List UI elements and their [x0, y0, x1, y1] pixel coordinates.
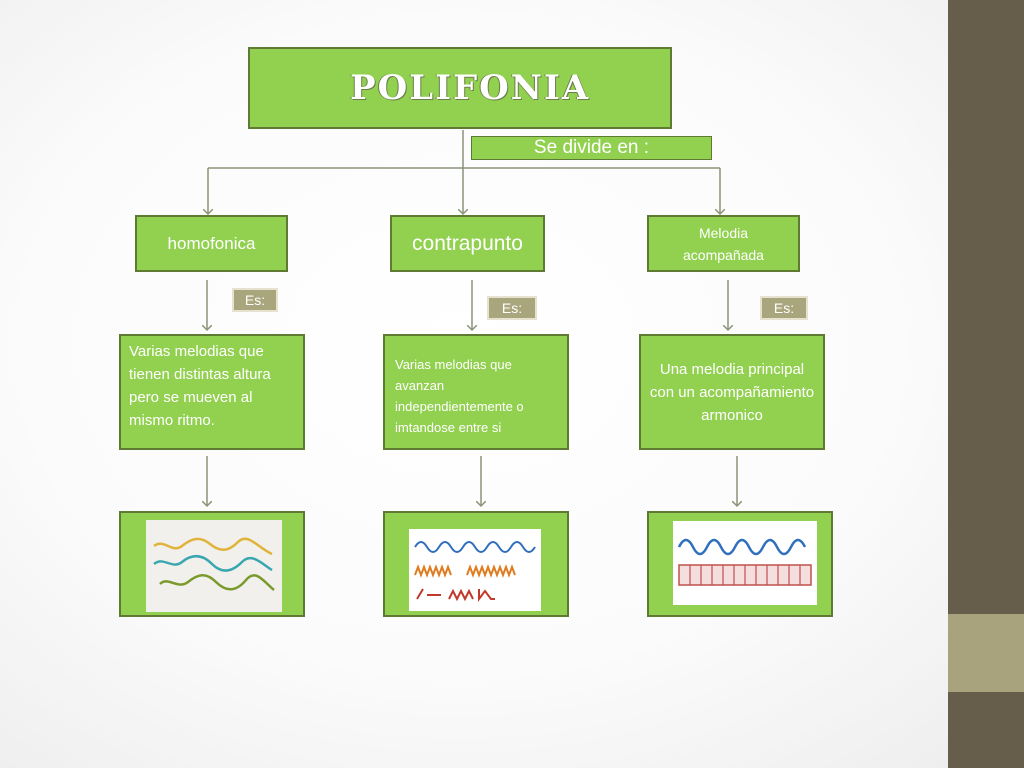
subtitle-text: Se divide en : — [533, 137, 650, 158]
category-homofonica-box: homofonica — [135, 215, 288, 272]
wavy-lines-image — [146, 520, 282, 612]
page-title: POLIFONIA — [350, 68, 591, 108]
category-contrapunto-box: contrapunto — [390, 215, 545, 272]
illustration-homofonica-box — [119, 511, 305, 617]
description-contrapunto-box: Varias melodias que avanzan independient… — [383, 334, 569, 450]
category-melodia-box: Melodia acompañada — [647, 215, 800, 272]
illustration-melodia-box — [647, 511, 833, 617]
description-melodia-box: Una melodia principal con un acompañamie… — [639, 334, 825, 450]
sidebar-accent-decoration — [948, 614, 1024, 692]
category-homofonica-label: homofonica — [167, 233, 256, 253]
description-melodia-text: Una melodia principal con un acompañamie… — [649, 360, 815, 424]
category-melodia-label: Melodia acompañada — [683, 224, 764, 263]
es-label-homofonica: Es: — [232, 288, 278, 312]
description-contrapunto-text: Varias melodias que avanzan independient… — [395, 357, 524, 435]
independent-melodies-image — [409, 529, 541, 611]
description-homofonica-box: Varias melodias que tienen distintas alt… — [119, 334, 305, 450]
es-label-contrapunto: Es: — [487, 296, 537, 320]
es-label-text: Es: — [773, 300, 795, 316]
connector-arrows — [0, 130, 948, 768]
es-label-melodia: Es: — [760, 296, 808, 320]
title-box: POLIFONIA — [248, 47, 672, 129]
es-label-text: Es: — [244, 292, 266, 308]
category-contrapunto-label: contrapunto — [412, 231, 523, 255]
description-homofonica-text: Varias melodias que tienen distintas alt… — [129, 343, 271, 429]
es-label-text: Es: — [501, 300, 523, 316]
subtitle-box: Se divide en : — [471, 136, 712, 160]
melody-with-accompaniment-image — [673, 521, 817, 605]
illustration-contrapunto-box — [383, 511, 569, 617]
